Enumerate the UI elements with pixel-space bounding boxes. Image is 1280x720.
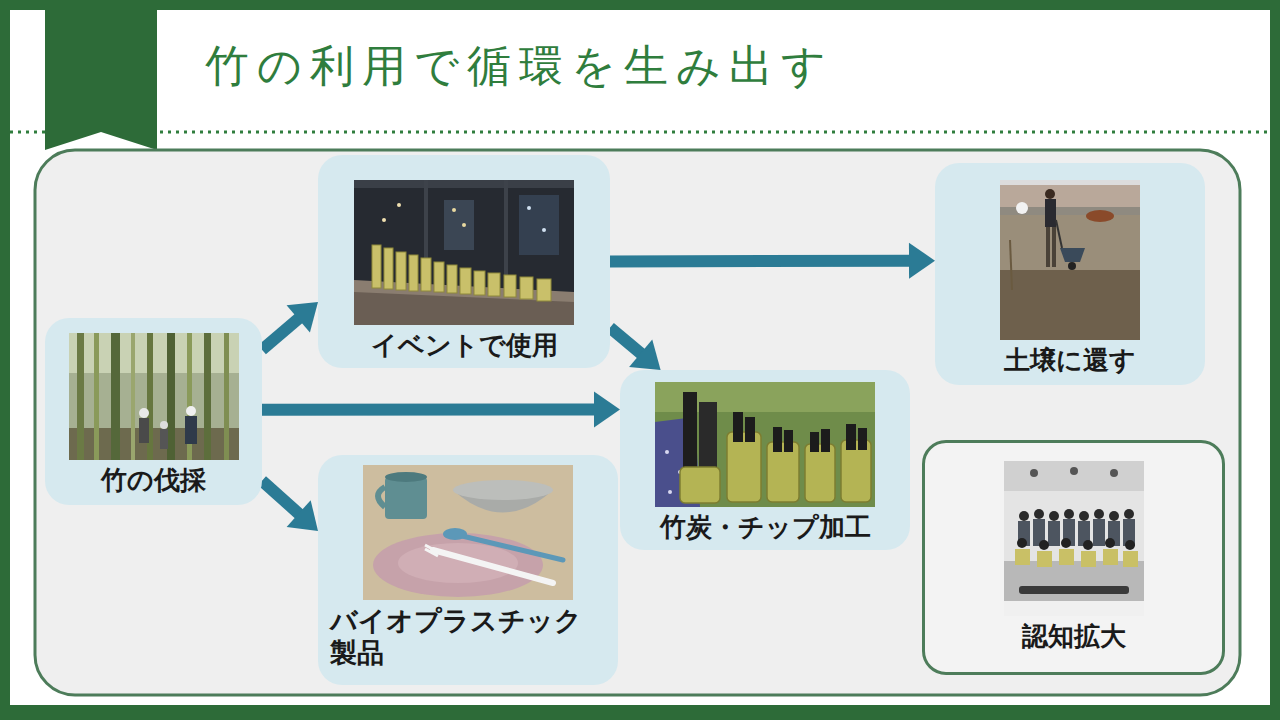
soil-work-photo [1000,180,1140,340]
arrow-shaft [262,481,302,517]
flow-arrow [262,302,318,350]
slide-title: 竹の利用で循環を生み出す [205,40,834,93]
arrow-head [629,339,660,370]
bioplastic-tableware-photo [363,465,573,600]
event-bamboo-photo [354,180,574,325]
bamboo-charcoal-photo [655,382,875,507]
flow-arrow [262,392,620,428]
process-box: 認知拡大 [922,440,1225,675]
arrow-head [287,302,318,333]
flow-arrow [262,481,318,531]
arrow-shaft [610,255,913,268]
container-panel [35,150,1240,695]
arrow-head [287,500,318,531]
dotted-rule [160,131,1270,134]
dotted-rule [10,131,45,134]
node-label: 土壌に還す [1004,345,1136,376]
node-label: 竹の伐採 [101,465,206,496]
group-photo [1004,461,1144,616]
node-label: 認知拡大 [1022,621,1126,652]
process-box: バイオプラスチック 製品 [318,455,618,685]
slide-panel [10,10,1270,705]
node-label: イベントで使用 [371,330,558,361]
process-box: 竹の伐採 [45,318,262,505]
arrow-head [909,243,935,279]
node-label: バイオプラスチック 製品 [330,605,594,670]
process-box: 土壌に還す [935,163,1205,385]
arrow-shaft [262,316,301,350]
arrow-shaft [262,404,598,416]
title-tab [45,0,157,150]
arrow-head [594,392,620,428]
process-box: 竹炭・チップ加工 [620,370,910,550]
process-box: イベントで使用 [318,155,610,368]
arrow-shaft [610,328,644,356]
flow-arrow [610,328,661,370]
bamboo-forest-photo [69,333,239,460]
flow-arrow [610,243,935,279]
node-label: 竹炭・チップ加工 [660,512,871,543]
